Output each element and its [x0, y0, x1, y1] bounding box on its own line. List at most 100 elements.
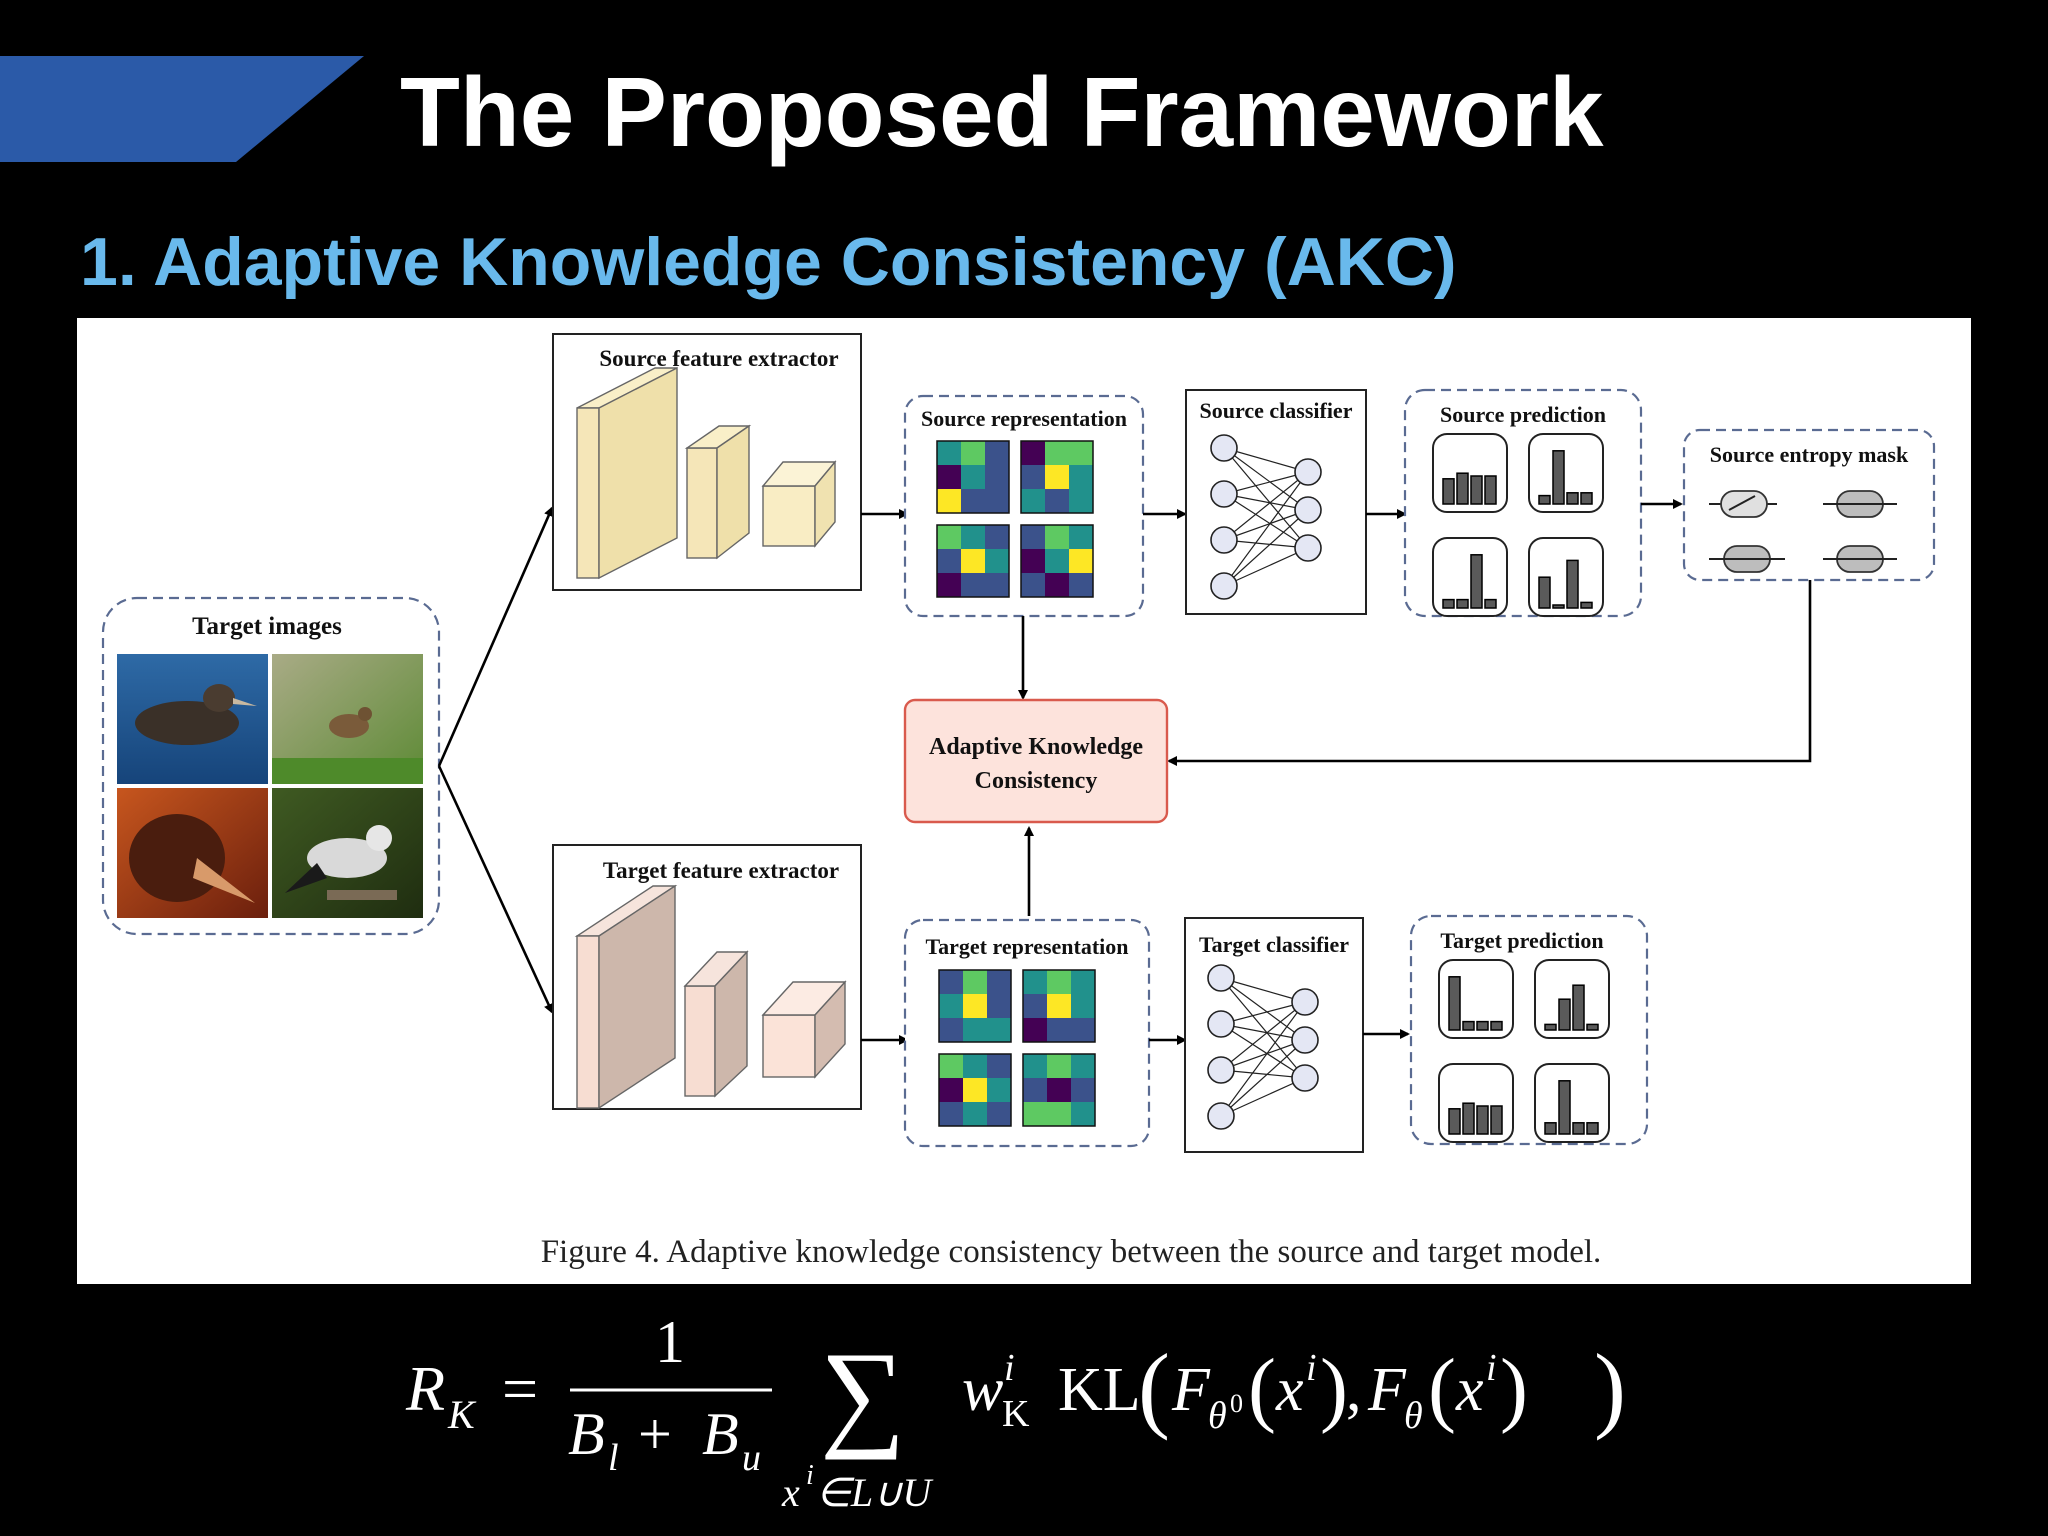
prediction-bar [1470, 554, 1483, 609]
formula-f-first: F [1171, 1356, 1211, 1424]
formula-sum-set: ∈L∪U [816, 1470, 934, 1515]
akc-box [903, 698, 1169, 824]
prediction-bar [1462, 1020, 1475, 1031]
bird-photo-sparrow-in-grass [272, 654, 423, 784]
prediction-bar [1586, 1122, 1599, 1135]
target-classifier: Target classifier [1184, 917, 1364, 1153]
target-classifier-network [1207, 964, 1319, 1130]
target-feature-extractor: Target feature extractor [552, 844, 862, 1110]
prediction-bar [1586, 1023, 1599, 1031]
network-node [1291, 1064, 1319, 1092]
feature-map [938, 1053, 1012, 1127]
akc-module: Adaptive Knowledge Consistency [903, 698, 1169, 824]
source-representation-label: Source representation [921, 406, 1127, 431]
prediction-bar [1442, 478, 1455, 505]
source-classifier: Source classifier [1185, 389, 1367, 615]
target-images-label: Target images [192, 613, 342, 640]
prediction-bar [1558, 1080, 1571, 1135]
prediction-histogram [1432, 433, 1508, 513]
prediction-bar [1476, 1020, 1489, 1031]
formula-denominator-a-sub: l [608, 1437, 619, 1479]
network-node [1207, 1010, 1235, 1038]
bird-photo-nutcracker-on-branch [272, 788, 423, 918]
target-prediction-label: Target prediction [1440, 928, 1603, 953]
section-heading: 1. Adaptive Knowledge Consistency (AKC) [80, 224, 1457, 300]
formula-weight-sup: i [1004, 1347, 1015, 1389]
framework-diagram: Target images Sourc [101, 333, 1936, 1270]
formula-lhs-subscript: K [447, 1392, 477, 1437]
mask-switch-closed-3 [1823, 545, 1897, 573]
prediction-histogram [1528, 433, 1604, 513]
formula-weight-sub: K [1002, 1393, 1030, 1435]
source-entropy-mask-frame [1682, 428, 1936, 582]
formula-arg-paren-close-1: ) [1320, 1342, 1348, 1435]
formula-f-second: F [1367, 1356, 1407, 1424]
prediction-bar [1456, 598, 1469, 609]
feature-map [1022, 969, 1096, 1043]
mask-switch-closed-2 [1709, 545, 1785, 573]
target-prediction-histograms [1438, 959, 1610, 1143]
prediction-histogram [1534, 1063, 1610, 1143]
prediction-bar [1476, 1105, 1489, 1135]
prediction-bar [1572, 984, 1585, 1031]
bird-photo-albatross-on-water [117, 654, 268, 784]
source-extractor-label: Source feature extractor [599, 346, 838, 371]
prediction-bar [1566, 492, 1579, 505]
target-representation-grids [938, 969, 1096, 1127]
formula-weight: w [962, 1356, 1003, 1424]
source-classifier-network [1210, 434, 1322, 600]
prediction-bar [1580, 601, 1593, 609]
target-images-group: Target images [101, 596, 441, 936]
prediction-bar [1566, 559, 1579, 609]
target-representation-label: Target representation [925, 934, 1128, 959]
rk-formula: R K = 1 B l + B u ∑ x i ∈L∪U w i K KL ( … [405, 1309, 1626, 1515]
target-classifier-label: Target classifier [1199, 932, 1349, 957]
formula-sum-index: x [781, 1470, 800, 1515]
mask-switch-open [1709, 490, 1777, 518]
network-node [1294, 534, 1322, 562]
prediction-bar [1442, 598, 1455, 609]
network-node [1291, 1026, 1319, 1054]
figure-panel: Target images Sourc [77, 318, 1971, 1284]
target-prediction: Target prediction [1409, 914, 1649, 1146]
akc-label-line2: Consistency [975, 768, 1098, 794]
prediction-bar [1544, 1023, 1557, 1031]
formula-f-first-sub-sup: 0 [1230, 1389, 1243, 1418]
formula-arg-2: x [1455, 1356, 1484, 1424]
feature-map [1022, 1053, 1096, 1127]
formula-sum-symbol: ∑ [820, 1327, 906, 1460]
network-node [1207, 1102, 1235, 1130]
formula-arg-1: x [1275, 1356, 1304, 1424]
network-node [1207, 1056, 1235, 1084]
prediction-bar [1558, 998, 1571, 1031]
source-classifier-label: Source classifier [1200, 398, 1353, 423]
title-accent-bar [0, 56, 364, 162]
prediction-histogram [1528, 537, 1604, 617]
source-representation-grids [936, 440, 1094, 598]
prediction-bar [1544, 1122, 1557, 1135]
branch-arrow-target [437, 765, 554, 1014]
prediction-histogram [1534, 959, 1610, 1039]
formula-f-first-sub: θ [1208, 1395, 1227, 1437]
source-representation: Source representation [903, 394, 1145, 618]
network-node [1210, 526, 1238, 554]
prediction-bar [1462, 1102, 1475, 1135]
feature-map [1020, 524, 1094, 598]
formula-numerator: 1 [655, 1309, 685, 1375]
feature-map [936, 440, 1010, 514]
formula-paren-close: ) [1594, 1334, 1626, 1441]
network-node [1291, 988, 1319, 1016]
formula-paren-open: ( [1138, 1334, 1170, 1441]
formula-denominator-a: B [568, 1401, 605, 1467]
formula-sum-index-sup: i [806, 1460, 814, 1491]
prediction-bar [1484, 598, 1497, 609]
formula-lhs: R [405, 1353, 445, 1424]
arrow-mask-to-akc [1167, 580, 1812, 766]
target-representation: Target representation [903, 918, 1151, 1148]
prediction-histogram [1438, 1063, 1514, 1143]
network-node [1294, 496, 1322, 524]
network-node [1210, 480, 1238, 508]
prediction-bar [1490, 1105, 1503, 1135]
formula-equals: = [502, 1353, 538, 1424]
network-node [1210, 434, 1238, 462]
